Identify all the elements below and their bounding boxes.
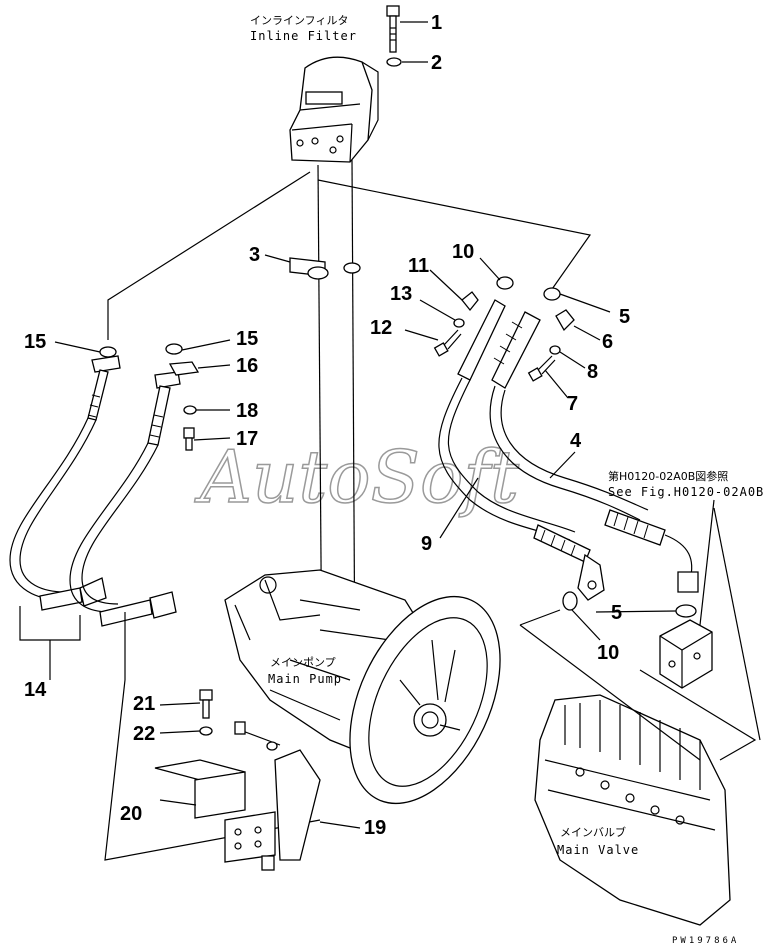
o-ring-10-bottom[interactable]	[562, 591, 578, 611]
callout-1: 1	[431, 12, 442, 34]
main-pump-label-en: Main Pump	[268, 672, 342, 686]
callout-3: 3	[249, 244, 260, 266]
hose-4[interactable]	[489, 311, 699, 593]
callout-11: 11	[408, 255, 429, 277]
main-valve-label-en: Main Valve	[557, 843, 639, 857]
callout-2: 2	[431, 52, 442, 74]
o-ring-5-bottom[interactable]	[675, 604, 697, 618]
bolt-7[interactable]	[527, 355, 556, 382]
callout-13: 13	[390, 283, 412, 305]
leader-lines	[49, 21, 715, 829]
bolt-12[interactable]	[433, 329, 462, 357]
callout-17: 17	[236, 428, 258, 450]
callout-9: 9	[421, 533, 432, 555]
callout-10-top: 10	[452, 241, 474, 263]
o-ring-5-top[interactable]	[543, 287, 561, 301]
callout-6: 6	[602, 331, 613, 353]
callout-7: 7	[567, 393, 578, 415]
bolt-1[interactable]	[386, 5, 400, 53]
washer-13[interactable]	[453, 318, 465, 328]
gasket-3[interactable]	[289, 257, 361, 280]
inline-filter-label-en: Inline Filter	[250, 29, 357, 43]
callout-14: 14	[24, 679, 47, 701]
inline-filter[interactable]	[289, 56, 379, 163]
callout-4: 4	[570, 430, 582, 452]
main-valve-label-jp: メインバルブ	[560, 825, 626, 839]
reference-label-jp: 第H0120-02A0B図参照	[608, 469, 728, 483]
bolt-21[interactable]	[199, 689, 213, 719]
main-pump-label-jp: メインポンプ	[270, 656, 336, 669]
hose-9[interactable]	[438, 299, 605, 601]
watermark: AutoSoft	[194, 435, 520, 519]
reference-block[interactable]	[659, 619, 713, 689]
main-pump[interactable]	[224, 569, 530, 827]
split-flange-16[interactable]	[168, 361, 200, 376]
callout-15-left: 15	[24, 331, 46, 353]
hose-14-right[interactable]	[69, 371, 181, 627]
callout-10-bottom: 10	[597, 642, 619, 664]
washer-8[interactable]	[549, 345, 561, 355]
bolt-17[interactable]	[183, 427, 195, 451]
reference-label-en: See Fig.H0120-02A0B	[608, 485, 764, 499]
callout-12: 12	[370, 317, 392, 339]
callout-18: 18	[236, 400, 258, 422]
inline-filter-label-jp: インラインフィルタ	[250, 14, 348, 27]
callout-21: 21	[133, 693, 155, 715]
main-valve[interactable]	[534, 694, 731, 926]
split-flange-11[interactable]	[461, 291, 479, 312]
callout-20: 20	[120, 803, 142, 825]
drawing-code: PW19786A	[672, 936, 739, 946]
bracket-20[interactable]	[154, 759, 276, 871]
bracket-19[interactable]	[234, 721, 321, 861]
washer-2[interactable]	[386, 57, 402, 67]
callout-5-top: 5	[619, 306, 630, 328]
o-ring-15-right[interactable]	[165, 343, 183, 355]
callout-5-bottom: 5	[611, 602, 622, 624]
callout-15-right: 15	[236, 328, 258, 350]
callout-22: 22	[133, 723, 155, 745]
o-ring-10-top[interactable]	[496, 276, 514, 290]
callout-8: 8	[587, 361, 598, 383]
split-flange-6[interactable]	[555, 309, 575, 332]
hose-14-left[interactable]	[9, 355, 121, 611]
callout-16: 16	[236, 355, 258, 377]
callout-19: 19	[364, 817, 386, 839]
washer-18[interactable]	[183, 405, 197, 415]
washer-22[interactable]	[199, 726, 213, 736]
o-ring-15-left[interactable]	[99, 346, 117, 358]
